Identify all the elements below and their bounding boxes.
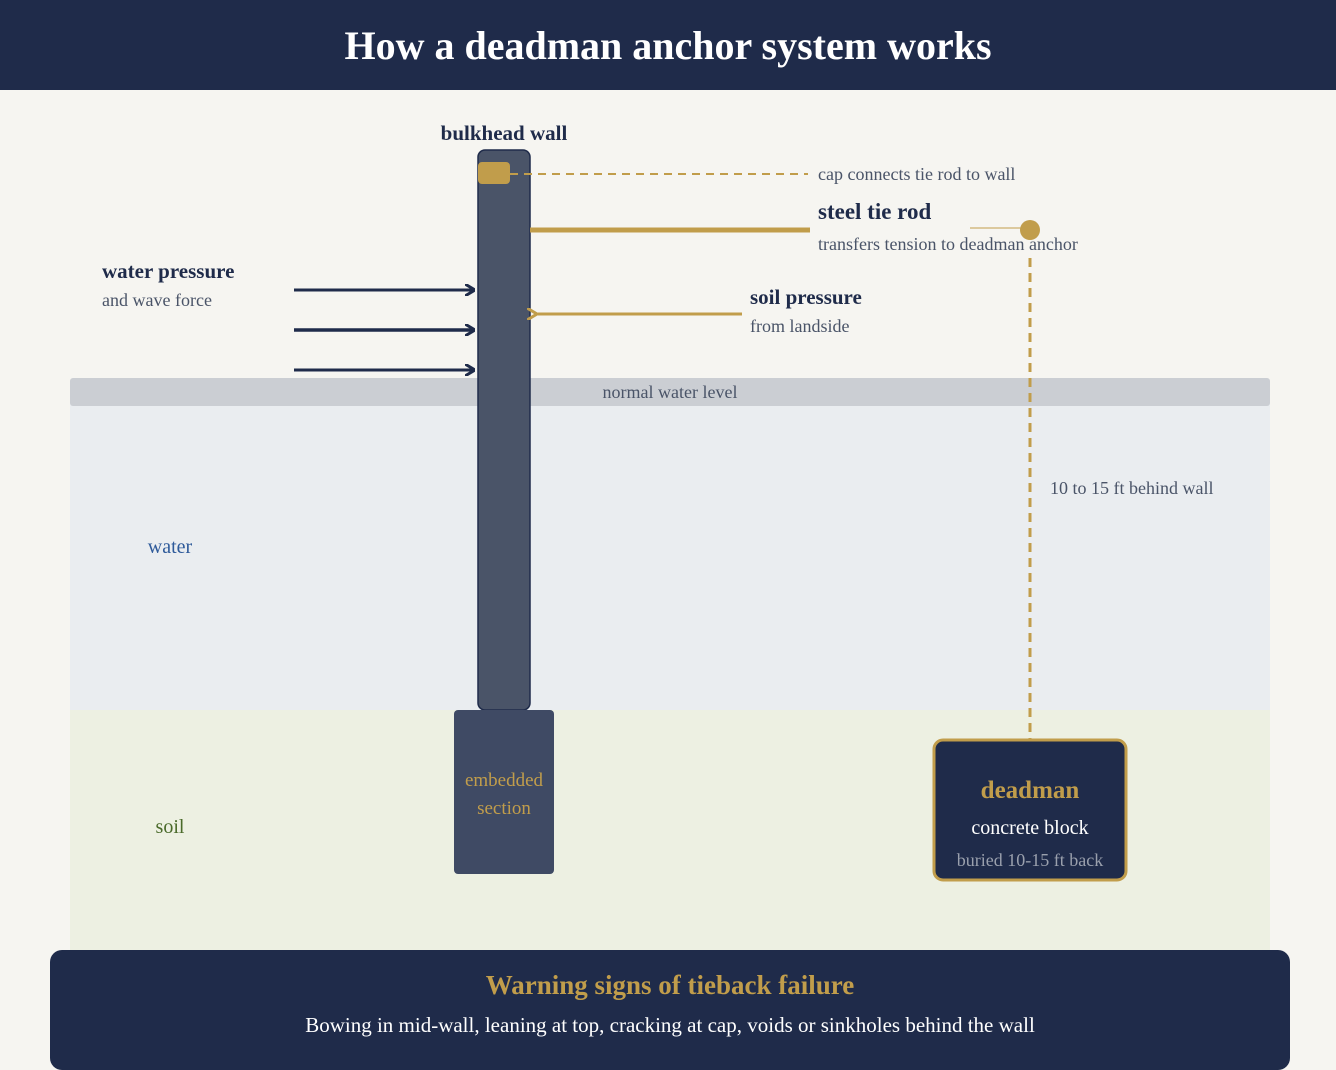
cap-note: cap connects tie rod to wall [818, 164, 1015, 184]
deadman-block [932, 738, 1128, 882]
soil-label: soil [156, 816, 185, 838]
warning-panel: Warning signs of tieback failure Bowing … [50, 950, 1290, 1070]
water-region [70, 400, 1270, 710]
bulkhead-wall-label: bulkhead wall [441, 121, 568, 145]
water-label: water [148, 536, 193, 558]
tie-rod-anchor-point [1020, 220, 1040, 240]
tie-rod-sub: transfers tension to deadman anchor [818, 234, 1078, 254]
deadman-title: deadman [981, 777, 1080, 804]
water-level-label: normal water level [603, 382, 738, 402]
water-pressure-title: water pressure [102, 259, 234, 283]
embedded-label-2: section [477, 798, 531, 819]
warning-text: Bowing in mid-wall, leaning at top, crac… [305, 1013, 1035, 1037]
tie-rod-title: steel tie rod [818, 199, 931, 224]
water-level-band [70, 378, 1270, 406]
deadman-sub: concrete block [971, 817, 1088, 839]
wall-cap [478, 162, 510, 184]
warning-title: Warning signs of tieback failure [485, 970, 855, 1000]
soil-pressure-sub: from landside [750, 316, 849, 336]
water-pressure-sub: and wave force [102, 290, 212, 310]
page-title: How a deadman anchor system works [344, 22, 992, 68]
diagram: normal water level water soil embedded s… [70, 121, 1270, 950]
deadman-note: buried 10-15 ft back [957, 850, 1103, 870]
distance-label: 10 to 15 ft behind wall [1050, 478, 1213, 498]
bulkhead-wall [477, 149, 531, 711]
header: How a deadman anchor system works [0, 0, 1336, 90]
embedded-label-1: embedded [465, 770, 544, 791]
embedded-section [454, 710, 554, 874]
soil-pressure-title: soil pressure [750, 285, 862, 309]
